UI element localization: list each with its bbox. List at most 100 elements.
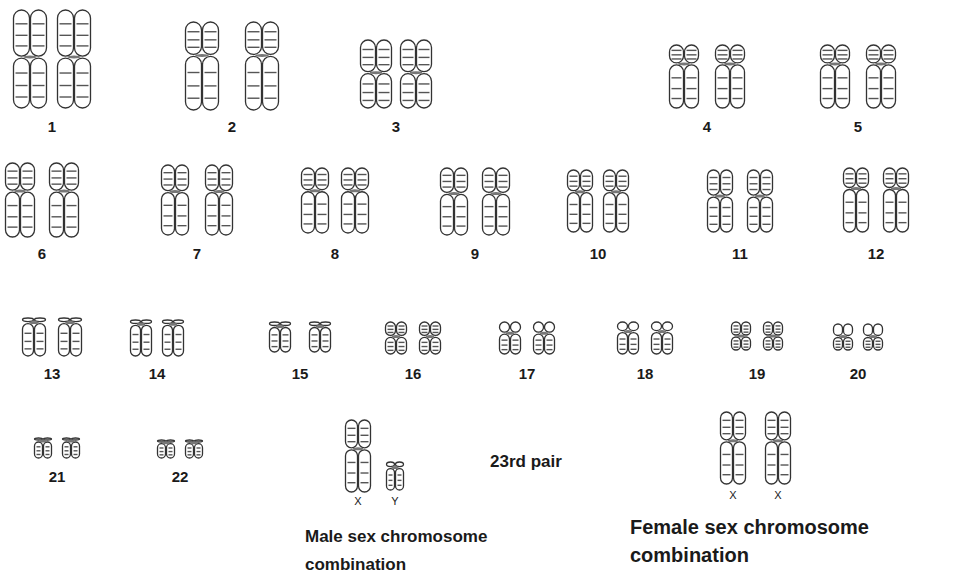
chromatid-arm	[455, 168, 468, 192]
chromosome-band	[65, 454, 69, 455]
chromatid-arm	[721, 412, 733, 440]
chromosome	[441, 168, 468, 235]
chromosome-number: 13	[32, 365, 72, 383]
chromosome-band	[60, 45, 72, 46]
chromatid-arm	[534, 322, 544, 332]
chromosome-band	[222, 225, 231, 226]
chromosome-band	[144, 334, 150, 335]
chromosome-band	[60, 96, 72, 97]
centromere	[169, 323, 178, 326]
chromatid-arm	[867, 45, 881, 63]
chromosome-band	[60, 23, 72, 24]
chromatid-arm	[401, 40, 416, 72]
chromatid-arm	[441, 194, 454, 235]
chromosome-band	[73, 348, 80, 349]
chromosome	[884, 168, 909, 232]
chromosome-band	[312, 340, 318, 341]
chromatid-arm	[377, 74, 392, 108]
chromosome-band	[176, 341, 182, 342]
chromosome-band	[37, 348, 44, 349]
centromere	[769, 335, 777, 338]
chromosome-band	[248, 85, 260, 86]
chromosome-band	[768, 464, 776, 465]
chromatid-arm	[821, 65, 835, 108]
chromatid-arm	[71, 324, 82, 356]
chromosome-band	[620, 344, 626, 345]
chromatid-arm	[857, 189, 869, 232]
chromosome-band	[750, 207, 758, 208]
chromosome-band	[750, 216, 758, 217]
chromosome-band	[570, 176, 578, 177]
chromosome-band	[222, 215, 231, 216]
chromosome	[361, 40, 392, 108]
chromatid-arm	[844, 337, 853, 350]
chromatid-arm	[834, 324, 843, 335]
centromere	[276, 325, 285, 328]
chromosome-band	[665, 344, 671, 345]
chromosome-band	[723, 474, 731, 475]
chromosome-band	[723, 433, 731, 434]
chromosome-number: 1	[32, 118, 72, 136]
chromosome-band	[672, 88, 682, 89]
chromosome-band	[570, 204, 578, 205]
chromosome-band	[144, 341, 150, 342]
chromosome-band	[736, 454, 744, 455]
chromosome-band	[485, 206, 494, 207]
chromosome-band	[304, 184, 313, 185]
chromosome-band	[836, 347, 841, 348]
chromosome-number: 15	[280, 365, 320, 383]
chromosome-band	[763, 216, 771, 217]
chromosome-band	[188, 85, 200, 86]
chromosome	[158, 440, 175, 458]
chromosome-band	[304, 203, 313, 204]
chromosome-band	[846, 222, 854, 223]
chromosome-band	[178, 205, 187, 206]
chromosome	[764, 322, 783, 350]
chromatid-arm	[397, 322, 407, 335]
chromosome-band	[723, 224, 731, 225]
chromatid-arm	[176, 165, 189, 191]
chromosome-band	[358, 203, 367, 204]
chromosome-band	[433, 346, 439, 347]
chromatid-arm	[6, 192, 20, 237]
chromosome-band	[869, 58, 879, 59]
chromosome-band	[8, 183, 18, 184]
chromatid-arm	[652, 333, 662, 354]
chromatid-arm	[35, 324, 46, 356]
chromatid-arm	[670, 45, 684, 63]
chromatid-arm	[14, 10, 30, 56]
chromosome-band	[433, 332, 439, 333]
chromosome-band	[710, 189, 718, 190]
centromere	[316, 325, 325, 328]
chromosome-band	[823, 77, 833, 78]
chromatid-arm	[356, 192, 369, 233]
chromosome-band	[403, 49, 414, 50]
chromosome-band	[876, 347, 881, 348]
chromosome-band	[208, 178, 217, 179]
chromatid-arm	[142, 320, 152, 323]
chromosome-band	[164, 205, 173, 206]
chromosome-band	[160, 454, 164, 455]
caption: Female sex chromosome combination	[630, 513, 890, 569]
chromatid-arm	[731, 65, 745, 108]
chromosome-band	[899, 182, 907, 183]
centromere	[658, 330, 667, 333]
chromosome-band	[736, 427, 744, 428]
chromosome-band	[16, 72, 28, 73]
chromatid-arm	[263, 56, 279, 110]
chromosome-band	[485, 175, 494, 176]
chromosome-band	[734, 340, 739, 341]
chromosome-band	[583, 176, 591, 177]
chromosome-band	[884, 54, 894, 55]
chromosome-band	[318, 174, 327, 175]
chromatid-arm	[346, 450, 358, 492]
chromosome-band	[403, 57, 414, 58]
centromere	[14, 190, 26, 193]
chromosome-band	[67, 183, 77, 184]
chromatid-arm	[281, 322, 291, 326]
chromosome-band	[52, 183, 62, 184]
centromere	[773, 439, 783, 442]
chromosome-band	[718, 98, 728, 99]
chromosome-band	[164, 178, 173, 179]
chromosome-band	[265, 47, 277, 48]
